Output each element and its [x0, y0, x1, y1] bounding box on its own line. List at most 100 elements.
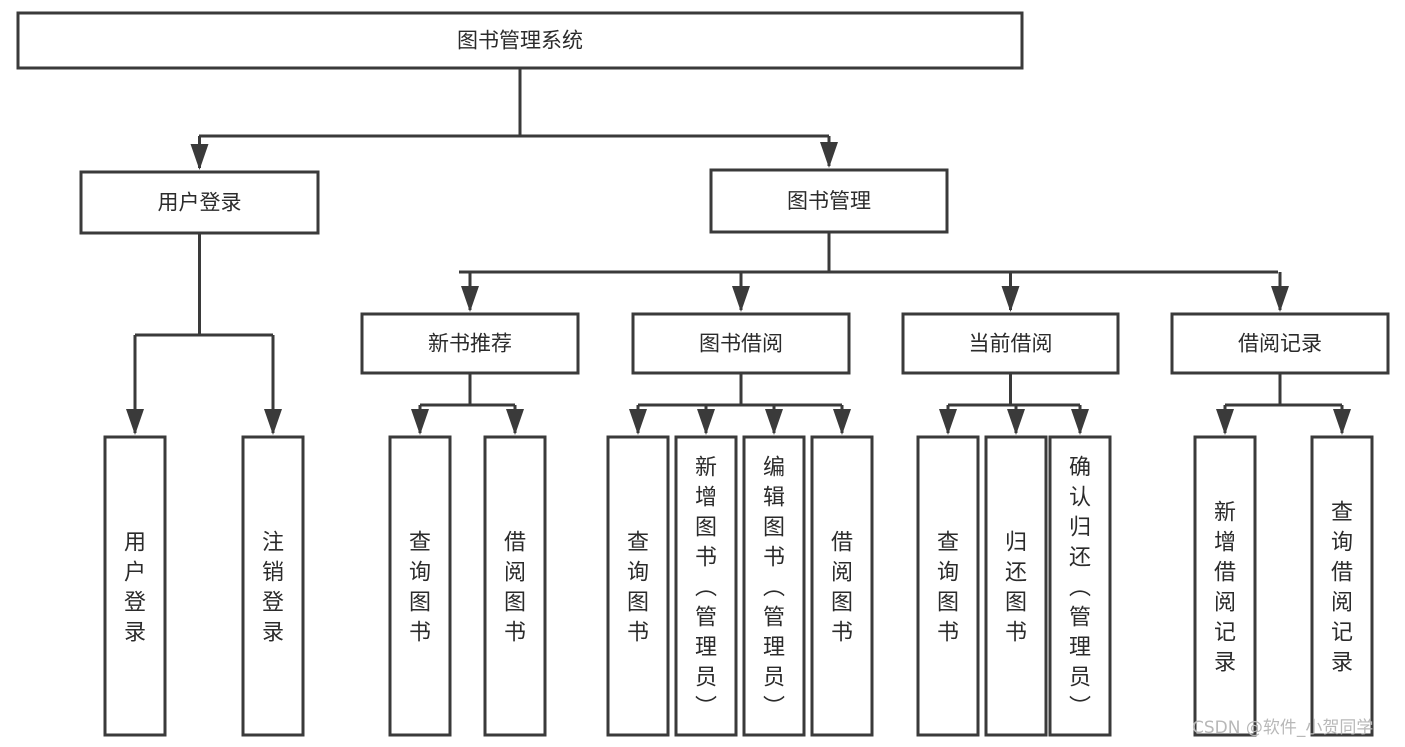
node-label-query-borrow-record-char-1: 询 [1331, 530, 1353, 555]
node-label-return-book-char-3: 书 [1005, 620, 1027, 645]
node-label-query-book-1-char-1: 询 [409, 560, 431, 585]
csdn-watermark: CSDN @软件_小贺同学 [1192, 718, 1373, 738]
node-box-user-login-do [103, 435, 167, 737]
node-box-return-book [984, 435, 1048, 737]
node-box-user-logout [241, 435, 305, 737]
arrow-head-icon-edit-book-admin [765, 409, 783, 435]
node-label-borrow-record: 借阅记录 [1238, 332, 1322, 356]
node-label-confirm-return-admin-char-4: ︵ [1069, 575, 1091, 600]
node-label-add-book-admin-char-4: ︵ [695, 575, 717, 600]
node-book-manage[interactable]: 图书管理 [709, 168, 949, 234]
node-root[interactable]: 图书管理系统 [16, 11, 1024, 70]
node-label-query-book-3-char-1: 询 [937, 560, 959, 585]
arrow-head-icon-book-manage [820, 142, 838, 168]
node-label-user-login-do-char-1: 户 [124, 560, 146, 585]
node-current-borrow[interactable]: 当前借阅 [901, 312, 1120, 375]
node-label-borrow-book-2-char-2: 图 [831, 590, 853, 615]
node-box-borrow-book-1 [483, 435, 547, 737]
node-label-book-borrow: 图书借阅 [699, 332, 783, 356]
node-label-edit-book-admin-char-3: 书 [763, 545, 785, 570]
node-layer: 图书管理系统用户登录图书管理用户登录注销登录新书推荐查询图书借阅图书图书借阅查询… [16, 11, 1390, 737]
node-label-confirm-return-admin-char-5: 管 [1069, 605, 1091, 630]
node-box-query-borrow-record [1310, 435, 1374, 737]
node-box-query-book-2 [606, 435, 670, 737]
node-label-query-book-1-char-0: 查 [409, 530, 431, 555]
node-label-add-book-admin-char-7: 员 [695, 665, 717, 690]
node-label-query-borrow-record-char-2: 借 [1331, 560, 1353, 585]
node-label-add-book-admin-char-0: 新 [695, 455, 717, 480]
node-label-user-login-do-char-0: 用 [124, 530, 146, 555]
node-box-query-book-1 [388, 435, 452, 737]
node-label-query-book-3-char-3: 书 [937, 620, 959, 645]
node-label-query-book-3-char-0: 查 [937, 530, 959, 555]
node-book-borrow[interactable]: 图书借阅 [631, 312, 851, 375]
node-box-borrow-record [1170, 312, 1390, 375]
arrow-head-icon-query-book-3 [939, 409, 957, 435]
node-label-query-book-1-char-3: 书 [409, 620, 431, 645]
connector-layer [126, 68, 1351, 435]
node-box-current-borrow [901, 312, 1120, 375]
node-label-edit-book-admin-char-8: ︶ [763, 695, 785, 720]
arrow-head-icon-borrow-book-2 [833, 409, 851, 435]
node-label-borrow-book-1-char-1: 阅 [504, 560, 526, 585]
node-label-edit-book-admin-char-6: 理 [763, 635, 785, 660]
node-user-login[interactable]: 用户登录 [79, 170, 320, 235]
node-box-add-book-admin [674, 435, 738, 737]
node-label-add-borrow-record-char-1: 增 [1214, 530, 1236, 555]
node-label-query-borrow-record-char-4: 记 [1331, 620, 1353, 645]
node-borrow-record[interactable]: 借阅记录 [1170, 312, 1390, 375]
node-label-query-book-2-char-0: 查 [627, 530, 649, 555]
node-label-query-book-2-char-2: 图 [627, 590, 649, 615]
arrow-head-icon-confirm-return-admin [1071, 409, 1089, 435]
arrow-head-icon-book-borrow [732, 286, 750, 312]
node-box-root [16, 11, 1024, 70]
node-new-book-recommend[interactable]: 新书推荐 [360, 312, 580, 375]
node-label-edit-book-admin-char-4: ︵ [763, 575, 785, 600]
node-label-edit-book-admin-char-7: 员 [763, 665, 785, 690]
node-box-book-borrow [631, 312, 851, 375]
node-box-user-login [79, 170, 320, 235]
arrow-head-icon-return-book [1007, 409, 1025, 435]
arrow-head-icon-user-login [190, 144, 209, 170]
node-label-new-book-recommend: 新书推荐 [428, 332, 512, 356]
node-label-confirm-return-admin-char-8: ︶ [1069, 695, 1091, 720]
node-label-add-borrow-record-char-0: 新 [1214, 500, 1236, 525]
node-label-book-manage: 图书管理 [787, 189, 871, 213]
arrow-head-icon-current-borrow [1001, 286, 1020, 312]
node-label-user-login: 用户登录 [158, 191, 242, 215]
arrow-head-icon-new-book-recommend [461, 286, 479, 312]
node-box-book-manage [709, 168, 949, 234]
node-label-query-book-2-char-1: 询 [627, 560, 649, 585]
node-label-query-book-1-char-2: 图 [409, 590, 431, 615]
arrow-head-icon-borrow-book-1 [506, 409, 524, 435]
node-label-user-login-do-char-2: 登 [124, 590, 146, 615]
node-label-borrow-book-2-char-3: 书 [831, 620, 853, 645]
node-label-current-borrow: 当前借阅 [969, 332, 1053, 356]
node-label-user-logout-char-3: 录 [262, 620, 284, 645]
node-label-return-book-char-0: 归 [1005, 530, 1027, 555]
watermark-layer: CSDN @软件_小贺同学 [1192, 718, 1373, 738]
node-label-borrow-book-2-char-0: 借 [831, 530, 853, 555]
node-user-login-do[interactable]: 用户登录 [103, 435, 167, 737]
node-label-confirm-return-admin-char-0: 确 [1069, 455, 1091, 480]
arrow-head-icon-query-book-1 [411, 409, 429, 435]
node-label-add-book-admin-char-2: 图 [695, 515, 717, 540]
node-label-edit-book-admin-char-2: 图 [763, 515, 785, 540]
node-label-query-book-2-char-3: 书 [627, 620, 649, 645]
node-box-confirm-return-admin [1048, 435, 1112, 737]
node-label-confirm-return-admin-char-7: 员 [1069, 665, 1091, 690]
